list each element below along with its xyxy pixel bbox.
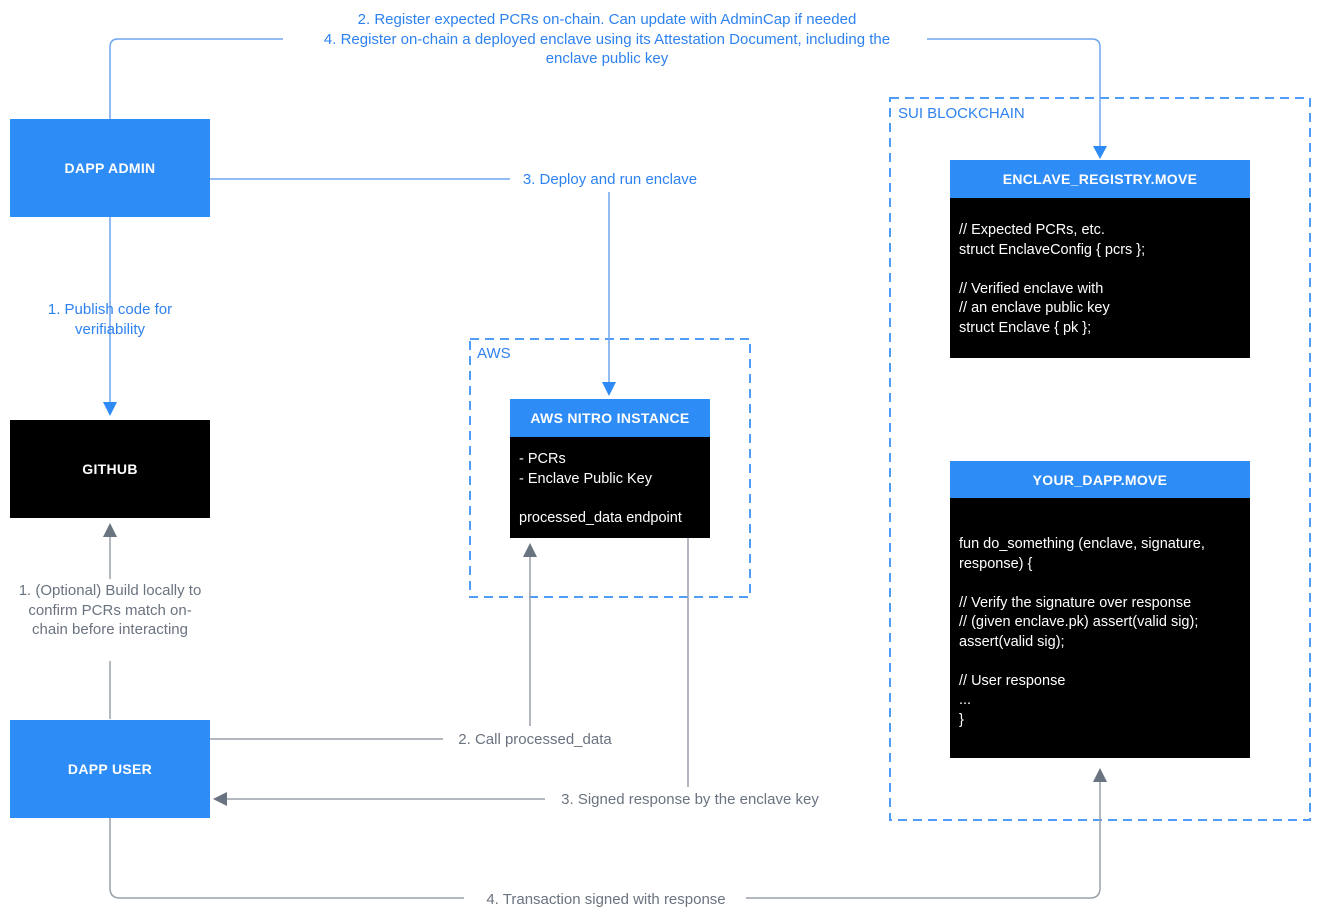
sui-group-label: SUI BLOCKCHAIN — [898, 105, 1025, 122]
enclave-registry-body: // Expected PCRs, etc. struct EnclaveCon… — [950, 198, 1250, 358]
code-line: fun do_something (enclave, signature, — [959, 536, 1205, 552]
arrowhead-into-registry — [1093, 146, 1107, 159]
github-node: GITHUB — [10, 420, 210, 518]
aws-nitro-body: - PCRs - Enclave Public Key processed_da… — [510, 437, 710, 538]
dapp-user-node: DAPP USER — [10, 720, 210, 818]
code-line: processed_data endpoint — [519, 509, 682, 526]
aws-nitro-panel: AWS NITRO INSTANCE - PCRs - Enclave Publ… — [510, 399, 710, 538]
code-line — [959, 260, 1242, 280]
code-line: - Enclave Public Key — [519, 470, 652, 487]
code-line — [959, 574, 1242, 594]
code-line: struct EnclaveConfig { pcrs }; — [959, 241, 1146, 258]
flow-label-optional-build: 1. (Optional) Build locally to confirm P… — [18, 582, 202, 638]
flow-label-register: 2. Register expected PCRs on-chain. Can … — [267, 10, 947, 69]
flow-label-register-line2: 4. Register on-chain a deployed enclave … — [323, 30, 891, 48]
connector-register-left — [109, 38, 283, 119]
code-line: // Verified enclave with — [959, 280, 1104, 297]
flow-label-call-processed-data: 2. Call processed_data — [458, 731, 612, 748]
aws-group-border — [469, 338, 751, 598]
flow-label-deploy-enclave: 3. Deploy and run enclave — [522, 171, 698, 188]
code-line: // an enclave public key — [959, 300, 1110, 316]
code-line: // Expected PCRs, etc. — [959, 222, 1105, 238]
flow-label-signed-response: 3. Signed response by the enclave key — [561, 791, 819, 808]
arrowhead-into-dapp-user — [213, 792, 227, 806]
flow-label-register-line3: enclave public key — [545, 50, 669, 67]
code-line: // Verify the signature over response — [959, 594, 1192, 611]
code-line: ... — [959, 692, 972, 708]
your-dapp-panel: YOUR_DAPP.MOVE fun do_something (enclave… — [950, 461, 1250, 758]
connector-transaction-right — [746, 782, 1101, 899]
code-line: struct Enclave { pk }; — [959, 319, 1092, 336]
github-label: GITHUB — [82, 461, 138, 477]
aws-nitro-title: AWS NITRO INSTANCE — [510, 399, 710, 437]
dapp-admin-label: DAPP ADMIN — [64, 160, 156, 176]
dapp-user-label: DAPP USER — [67, 761, 153, 777]
code-line: - PCRs — [519, 451, 566, 467]
flow-label-publish-code: 1. Publish code for verifiability — [47, 301, 173, 338]
arrowhead-into-github — [103, 402, 117, 416]
code-line — [519, 489, 702, 509]
arrowhead-into-nitro-bottom — [523, 543, 537, 557]
code-line: // (given enclave.pk) assert(valid sig); — [959, 614, 1199, 630]
code-line: response) { — [959, 555, 1033, 572]
connector-transaction-left — [109, 818, 464, 899]
enclave-registry-title: ENCLAVE_REGISTRY.MOVE — [950, 160, 1250, 198]
enclave-registry-panel: ENCLAVE_REGISTRY.MOVE // Expected PCRs, … — [950, 160, 1250, 358]
aws-group-label: AWS — [477, 345, 511, 362]
code-line: assert(valid sig); — [959, 633, 1065, 650]
code-line — [959, 652, 1242, 672]
dapp-admin-node: DAPP ADMIN — [10, 119, 210, 217]
arrowhead-into-your-dapp — [1093, 768, 1107, 782]
connector-register-right — [927, 38, 1101, 147]
flow-label-transaction-signed: 4. Transaction signed with response — [486, 891, 726, 908]
arrowhead-into-github-bottom — [103, 523, 117, 537]
arrowhead-into-nitro — [602, 382, 616, 396]
your-dapp-title: YOUR_DAPP.MOVE — [950, 461, 1250, 498]
code-line: } — [959, 711, 964, 728]
flow-label-register-line1: 2. Register expected PCRs on-chain. Can … — [357, 11, 857, 28]
your-dapp-body: fun do_something (enclave, signature, re… — [950, 498, 1250, 758]
code-line: // User response — [959, 672, 1066, 689]
